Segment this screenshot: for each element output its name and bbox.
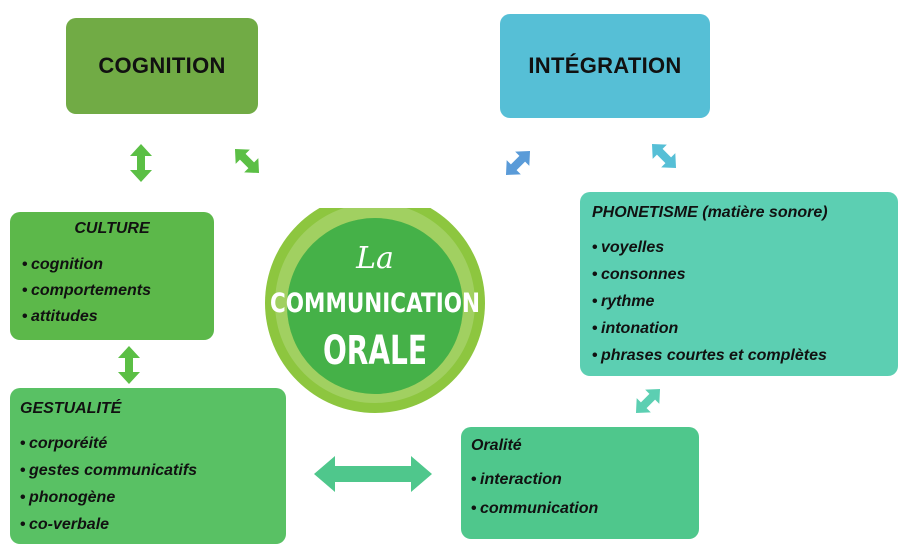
phonetisme-box: PHONETISME (matière sonore) voyelles con…: [580, 192, 898, 376]
double-arrow-icon: [314, 456, 432, 492]
gestualite-title: GESTUALITÉ: [20, 400, 122, 417]
list-item: cognition: [22, 252, 214, 278]
double-arrow-icon: [234, 148, 260, 174]
culture-title: CULTURE: [74, 220, 150, 237]
list-item: rythme: [592, 288, 898, 315]
culture-list: cognition comportements attitudes: [22, 252, 214, 330]
list-item: corporéité: [20, 430, 286, 457]
list-item: gestes communicatifs: [20, 457, 286, 484]
logo-graphic: La COMMUNICATION ORALE: [265, 208, 485, 413]
list-item: consonnes: [592, 261, 898, 288]
phonetisme-list: voyelles consonnes rythme intonation phr…: [592, 234, 898, 369]
svg-text:La: La: [355, 241, 394, 276]
integration-title: INTÉGRATION: [528, 53, 682, 78]
phonetisme-title: PHONETISME (matière sonore): [592, 204, 828, 221]
double-arrow-icon: [118, 346, 140, 384]
gestualite-box: GESTUALITÉ corporéité gestes communicati…: [10, 388, 286, 544]
oralite-box: Oralité interaction communication: [461, 427, 699, 539]
svg-text:COMMUNICATION: COMMUNICATION: [270, 288, 480, 319]
list-item: phonogène: [20, 484, 286, 511]
communication-orale-logo: La COMMUNICATION ORALE: [262, 208, 488, 414]
list-item: phrases courtes et complètes: [592, 342, 898, 369]
list-item: attitudes: [22, 304, 214, 330]
double-arrow-icon: [635, 388, 661, 414]
double-arrow-icon: [130, 144, 152, 182]
list-item: co-verbale: [20, 511, 286, 538]
svg-text:ORALE: ORALE: [323, 328, 427, 374]
oralite-title: Oralité: [471, 437, 522, 454]
list-item: voyelles: [592, 234, 898, 261]
cognition-box: COGNITION: [66, 18, 258, 114]
double-arrow-icon: [505, 150, 531, 176]
cognition-title: COGNITION: [98, 53, 226, 78]
list-item: intonation: [592, 315, 898, 342]
list-item: communication: [471, 494, 699, 523]
integration-box: INTÉGRATION: [500, 14, 710, 118]
gestualite-list: corporéité gestes communicatifs phonogèn…: [20, 430, 286, 538]
culture-box: CULTURE cognition comportements attitude…: [10, 212, 214, 340]
list-item: comportements: [22, 278, 214, 304]
list-item: interaction: [471, 465, 699, 494]
oralite-list: interaction communication: [471, 465, 699, 523]
double-arrow-icon: [651, 143, 677, 169]
